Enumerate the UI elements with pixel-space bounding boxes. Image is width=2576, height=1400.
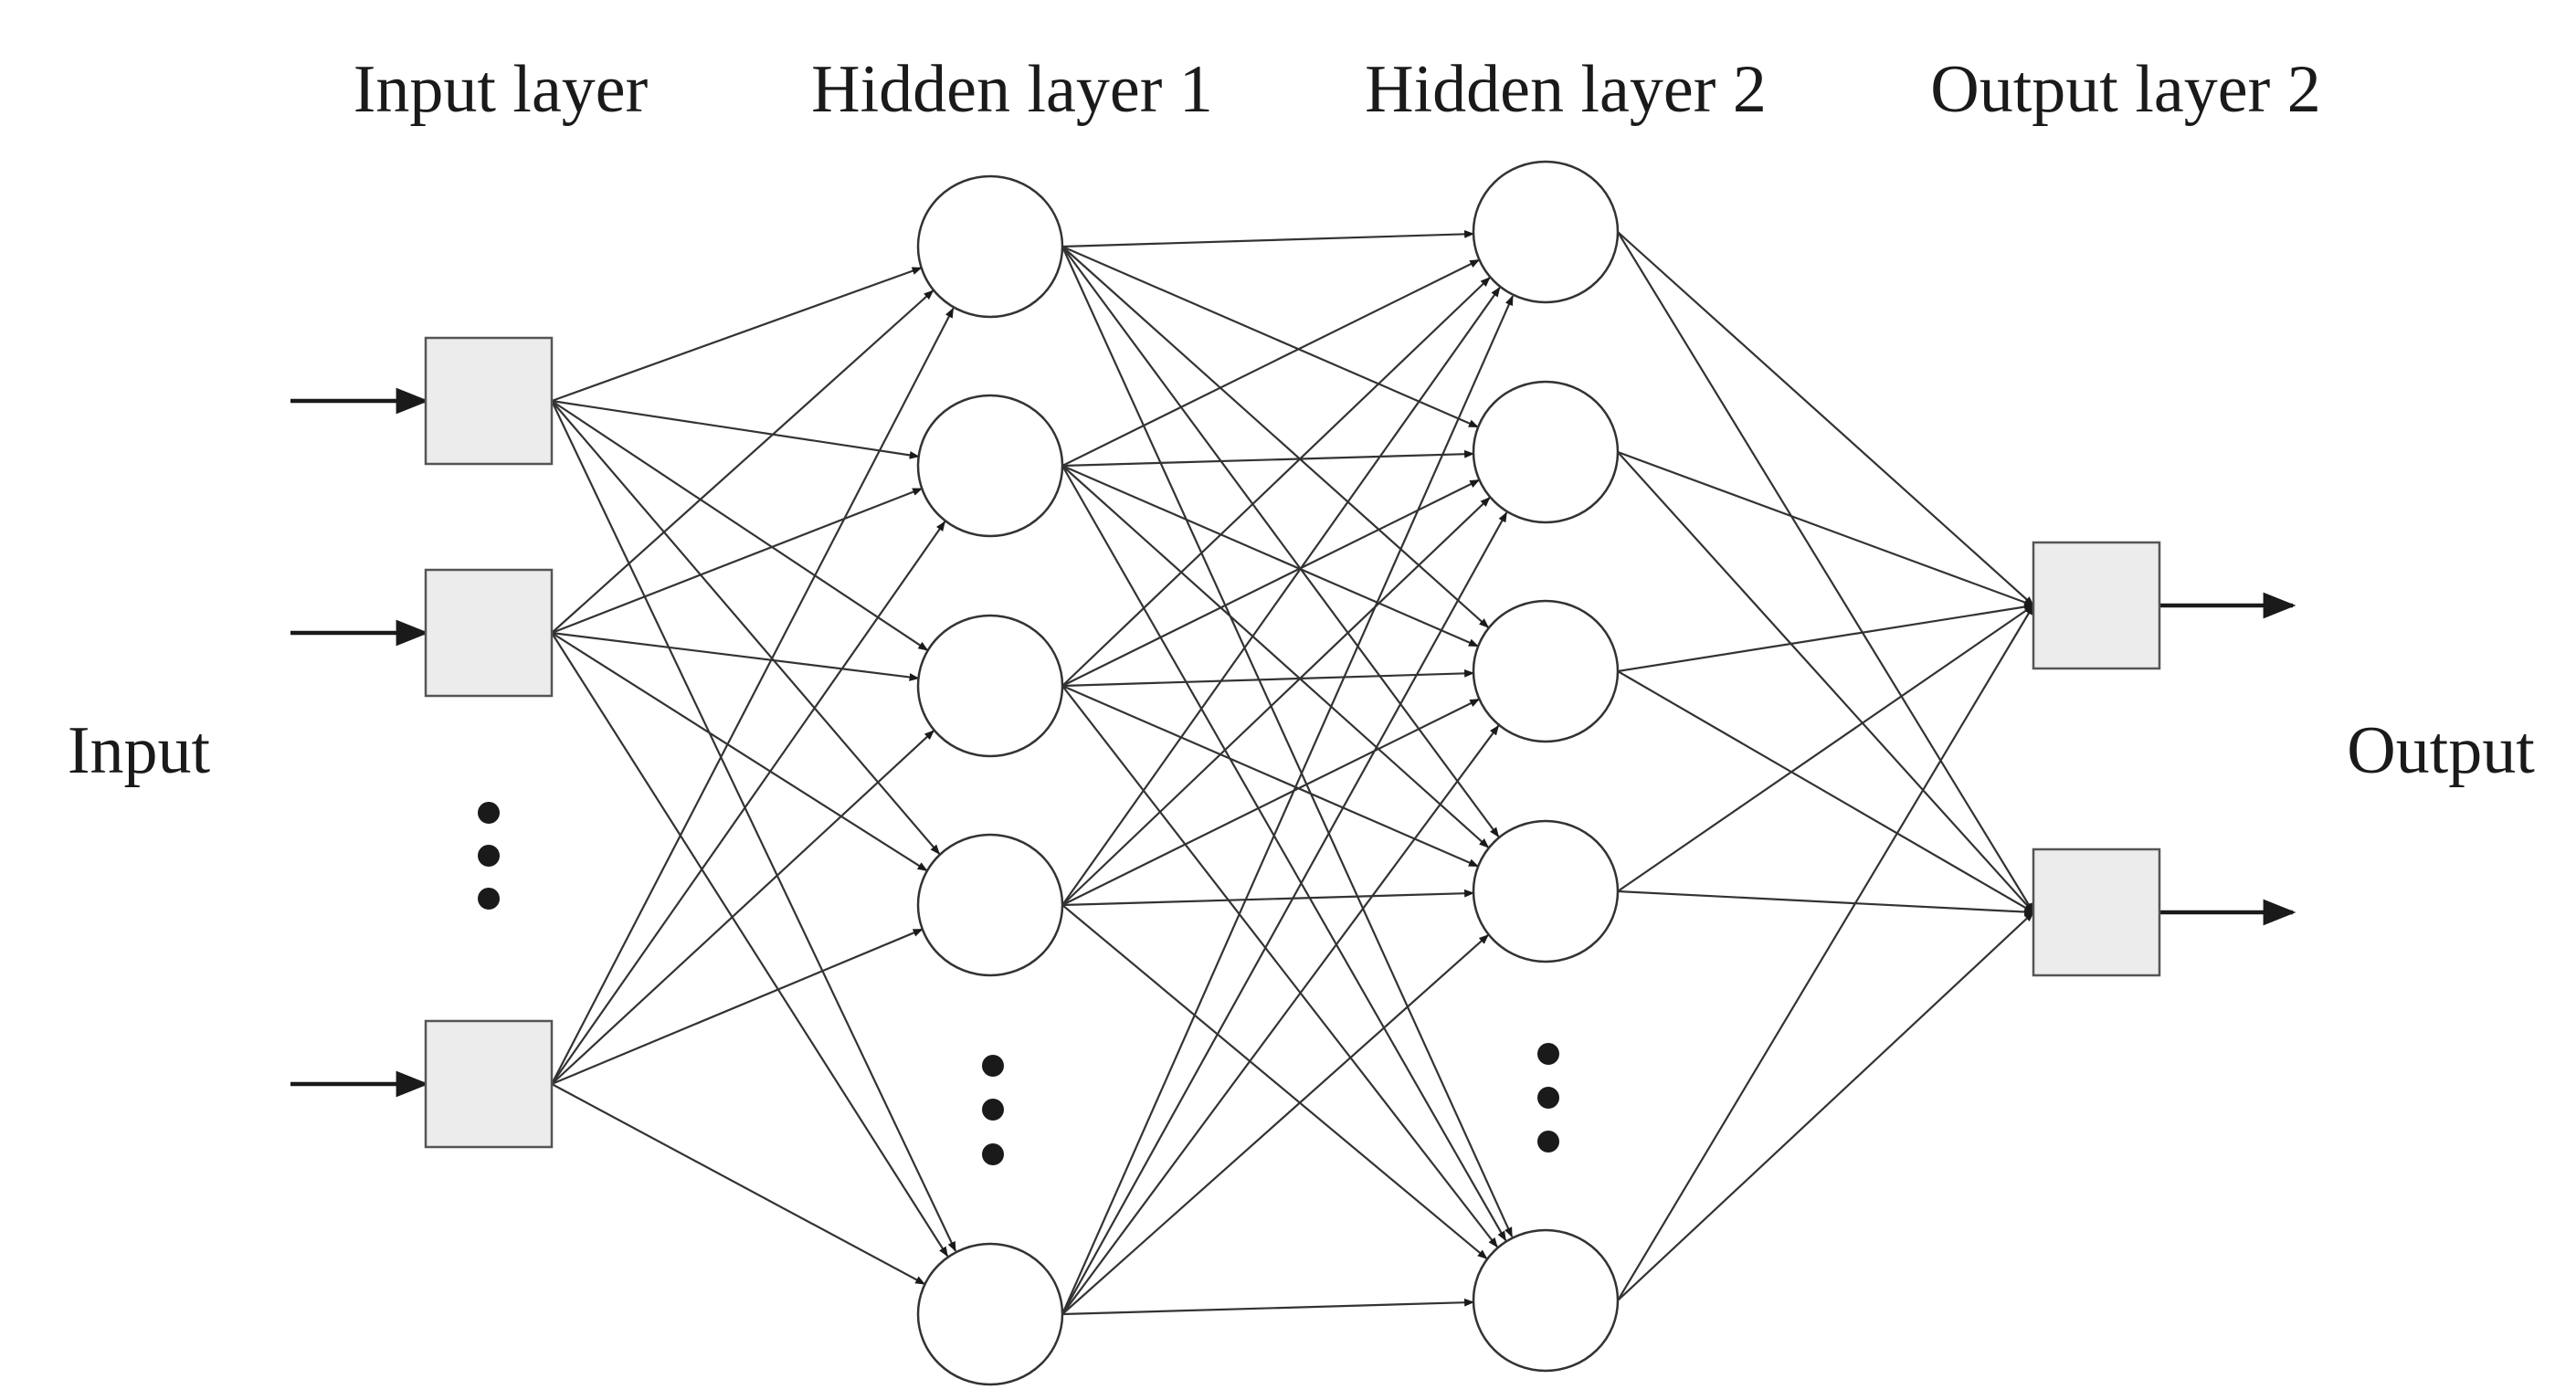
hidden-layer-2-node xyxy=(1472,160,1620,304)
input-to-hidden1-edge xyxy=(551,487,924,635)
hidden-layer-1-node xyxy=(916,833,1064,977)
hidden-layer-2-title: Hidden layer 2 xyxy=(1365,52,1767,127)
output-node xyxy=(2032,541,2161,670)
input-to-hidden1-edge xyxy=(551,928,924,1086)
hidden1-to-hidden2-edge xyxy=(1061,449,1475,468)
hidden1-to-hidden2-edge xyxy=(1061,245,1479,428)
hidden-layer-2-node xyxy=(1472,819,1620,963)
input-node xyxy=(424,1019,554,1149)
hidden-layer-2-ellipsis-dot xyxy=(1537,1131,1559,1153)
network-nodes xyxy=(424,160,2161,1386)
input-to-hidden1-edge xyxy=(551,632,928,872)
io-arrows xyxy=(290,387,2296,1098)
hidden-layer-2-ellipsis-dot xyxy=(1537,1087,1559,1109)
hidden1-to-hidden2-edge xyxy=(1061,258,1481,467)
hidden1-to-hidden2-edge xyxy=(1061,724,1500,1315)
hidden1-to-hidden2-edge xyxy=(1061,1298,1475,1316)
hidden2-to-output-edge xyxy=(1617,605,2034,892)
hidden1-to-hidden2-edge xyxy=(1061,246,1490,628)
hidden1-to-hidden2-edge xyxy=(1061,465,1507,1242)
hidden2-to-output-edge xyxy=(1617,450,2035,607)
hidden2-to-output-edge xyxy=(1617,603,2035,673)
hidden1-to-hidden2-edge xyxy=(1061,229,1475,248)
hidden2-to-output-edge xyxy=(1617,670,2034,913)
hidden-layer-1-ellipsis-dot xyxy=(982,1099,1004,1121)
hidden1-to-hidden2-edge xyxy=(1061,684,1479,868)
hidden-layer-1-ellipsis-dot xyxy=(982,1055,1004,1077)
input-to-hidden1-edge xyxy=(551,289,934,634)
hidden-layer-1-title: Hidden layer 1 xyxy=(811,52,1213,127)
input-to-hidden1-edge xyxy=(551,267,923,403)
input-to-hidden1-edge xyxy=(551,730,934,1085)
input-layer-title: Input layer xyxy=(354,52,649,127)
hidden2-to-output-edge xyxy=(1617,231,2034,913)
input-to-hidden1-edge xyxy=(551,400,941,855)
hidden-layer-2-node xyxy=(1472,599,1620,743)
hidden2-to-output-edge xyxy=(1617,231,2034,606)
hidden-layer-1-ellipsis-dot xyxy=(982,1143,1004,1165)
hidden2-to-output-edge xyxy=(1617,911,2034,1301)
hidden1-to-hidden2-edge xyxy=(1061,277,1491,687)
hidden-layer-1-node xyxy=(916,614,1064,758)
hidden-layer-1-node xyxy=(916,174,1064,319)
input-node xyxy=(424,336,554,466)
input-to-hidden1-edge xyxy=(551,521,946,1085)
input-to-hidden1-edge xyxy=(551,307,955,1085)
hidden1-to-hidden2-edge xyxy=(1061,698,1481,906)
output-node xyxy=(2032,847,2161,977)
input-ellipsis-dot xyxy=(478,802,500,824)
hidden-layer-1-node xyxy=(916,1242,1064,1386)
hidden1-to-hidden2-edge xyxy=(1061,246,1514,1238)
hidden1-to-hidden2-edge xyxy=(1061,465,1490,848)
hidden-layer-2-ellipsis-dot xyxy=(1537,1043,1559,1065)
input-to-hidden1-edge xyxy=(551,1083,926,1286)
hidden1-to-hidden2-edge xyxy=(1061,246,1500,838)
connection-edges xyxy=(551,229,2035,1316)
output-layer-title: Output layer 2 xyxy=(1930,52,2320,127)
ellipsis-dots xyxy=(478,802,1559,1165)
input-to-hidden1-edge xyxy=(551,631,920,681)
hidden2-to-output-edge xyxy=(1617,451,2034,913)
output-label: Output xyxy=(2347,713,2535,788)
hidden-layer-1-node xyxy=(916,394,1064,538)
hidden2-to-output-edge xyxy=(1617,889,2035,916)
input-to-hidden1-edge xyxy=(551,399,920,459)
input-node xyxy=(424,568,554,698)
hidden1-to-hidden2-edge xyxy=(1061,295,1514,1315)
hidden1-to-hidden2-edge xyxy=(1061,934,1489,1315)
hidden1-to-hidden2-edge xyxy=(1061,904,1488,1260)
input-label: Input xyxy=(68,713,211,788)
hidden1-to-hidden2-edge xyxy=(1061,889,1475,907)
hidden1-to-hidden2-edge xyxy=(1061,685,1498,1248)
input-to-hidden1-edge xyxy=(551,400,929,651)
hidden1-to-hidden2-edge xyxy=(1061,497,1491,906)
input-to-hidden1-edge xyxy=(551,632,949,1258)
input-ellipsis-dot xyxy=(478,888,500,910)
hidden-layer-2-node xyxy=(1472,1228,1620,1373)
hidden1-to-hidden2-edge xyxy=(1061,287,1501,906)
hidden-layer-2-node xyxy=(1472,380,1620,524)
hidden2-to-output-edge xyxy=(1617,605,2034,1301)
hidden1-to-hidden2-edge xyxy=(1061,479,1481,687)
hidden1-to-hidden2-edge xyxy=(1061,668,1475,688)
input-ellipsis-dot xyxy=(478,845,500,867)
input-to-hidden1-edge xyxy=(551,400,956,1252)
hidden1-to-hidden2-edge xyxy=(1061,464,1479,647)
hidden1-to-hidden2-edge xyxy=(1061,511,1508,1315)
